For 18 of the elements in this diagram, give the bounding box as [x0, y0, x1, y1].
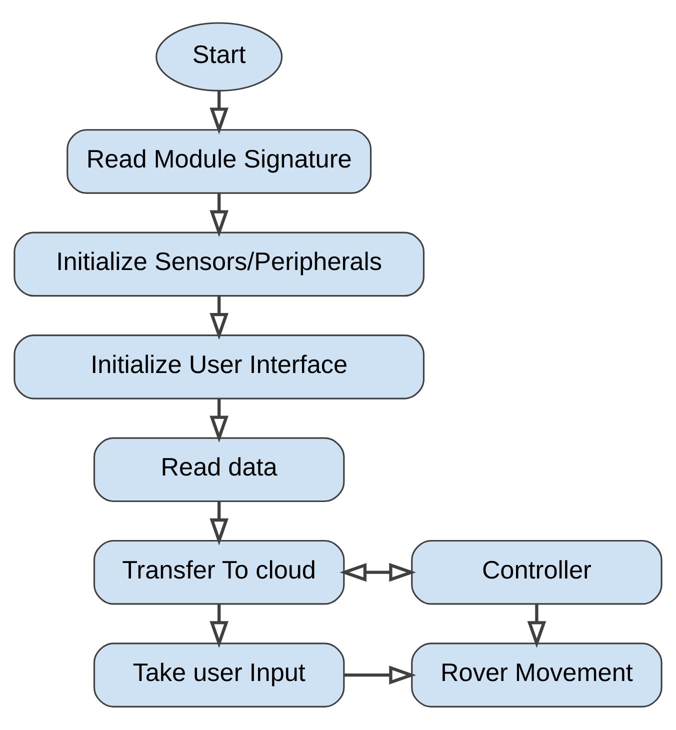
- arrow: [210, 90, 228, 135]
- node-box: Read data: [93, 437, 345, 502]
- arrow: [527, 604, 546, 648]
- node-ellipse: Start: [156, 22, 283, 92]
- node-box: Initialize User Interface: [14, 334, 425, 400]
- arrow: [210, 502, 228, 546]
- arrow: [344, 666, 416, 684]
- arrow: [210, 604, 228, 648]
- node-box: Read Module Signature: [66, 129, 372, 194]
- arrow: [210, 398, 228, 443]
- arrow: [210, 296, 228, 340]
- arrow: [340, 562, 416, 582]
- node-box: Rover Movement: [411, 642, 662, 708]
- node-box: Controller: [411, 540, 662, 605]
- arrow: [210, 193, 228, 238]
- node-box: Initialize Sensors/Peripherals: [14, 232, 425, 297]
- node-box: Take user Input: [93, 642, 345, 708]
- node-box: Transfer To cloud: [93, 540, 345, 605]
